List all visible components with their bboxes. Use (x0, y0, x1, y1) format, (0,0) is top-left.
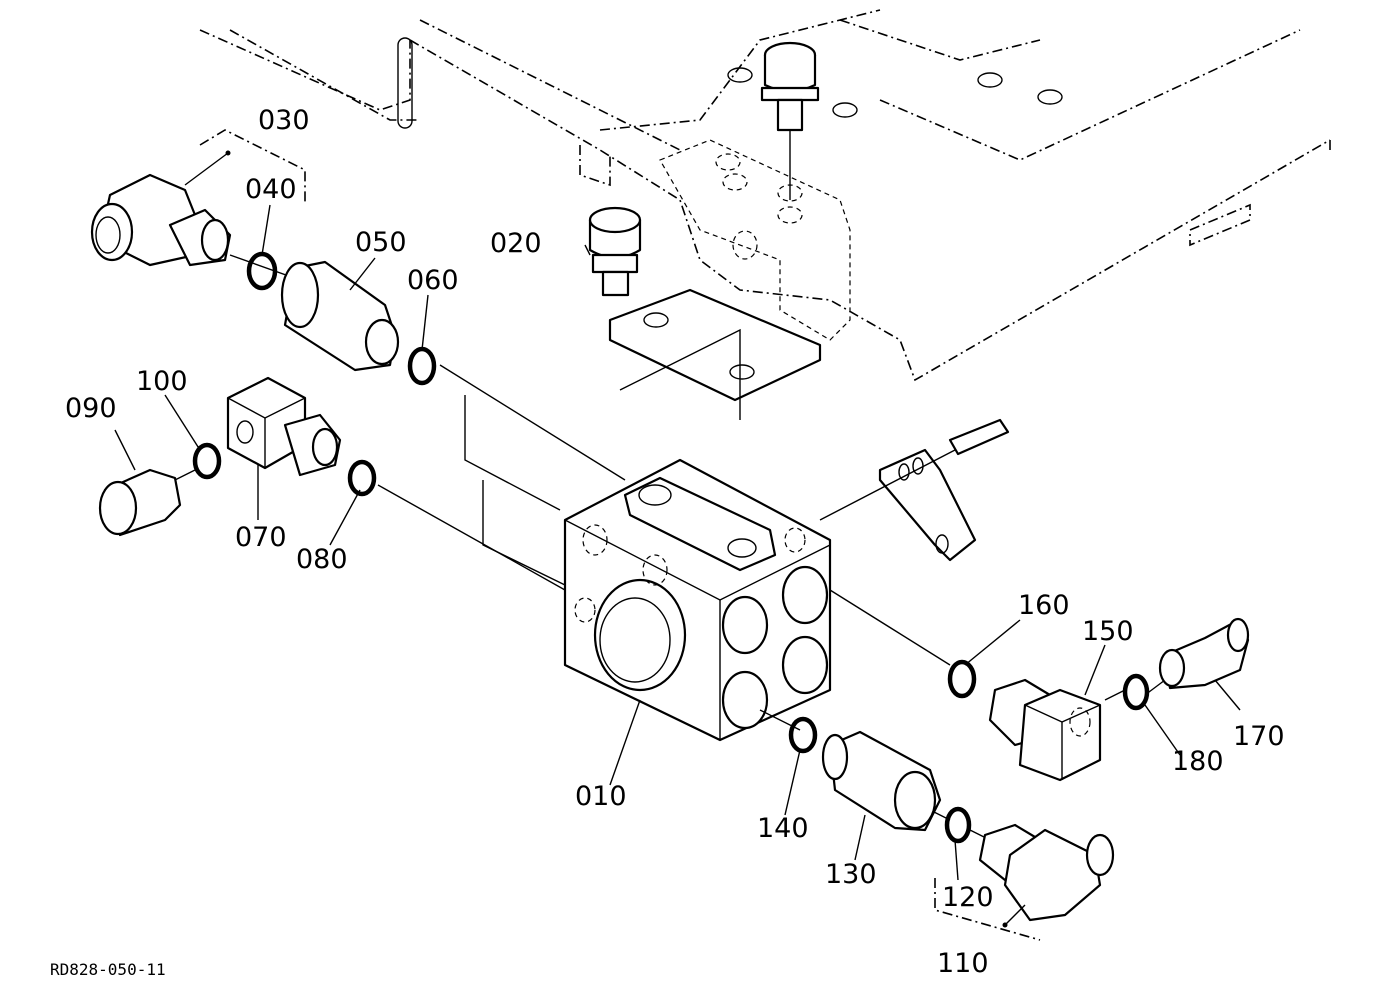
plug-170 (1158, 617, 1250, 690)
elbow-fitting-150 (988, 678, 1102, 782)
chassis-frame (199, 9, 1331, 382)
callout-170: 170 (1233, 721, 1285, 752)
callout-060: 060 (407, 265, 459, 296)
o-ring-080 (347, 459, 377, 497)
callout-040: 040 (245, 174, 297, 205)
callout-110: 110 (937, 948, 989, 979)
o-ring-120 (944, 806, 972, 844)
callout-180: 180 (1172, 746, 1224, 777)
elbow-fitting-110 (978, 823, 1115, 922)
adapter-050 (280, 260, 400, 372)
top-bolt (760, 41, 820, 200)
callout-160: 160 (1018, 590, 1070, 621)
callout-010: 010 (575, 781, 627, 812)
callout-070: 070 (235, 522, 287, 553)
bolt-020 (588, 206, 642, 297)
adapter-130 (821, 730, 942, 832)
callout-080: 080 (296, 544, 348, 575)
valve-body-010 (464, 395, 832, 742)
bracket-110 (934, 878, 1041, 941)
o-ring-040 (246, 251, 278, 291)
o-ring-180 (1122, 673, 1150, 711)
o-ring-060 (407, 346, 437, 386)
callout-130: 130 (825, 859, 877, 890)
elbow-fitting-030 (90, 173, 232, 267)
plug-090 (98, 468, 182, 537)
o-ring-140 (788, 716, 818, 754)
callout-030: 030 (258, 105, 310, 136)
callout-leaders (114, 129, 1241, 928)
callout-050: 050 (355, 227, 407, 258)
small-bracket (819, 418, 1010, 562)
callout-100: 100 (136, 366, 188, 397)
callout-150: 150 (1082, 616, 1134, 647)
callout-labels: 010 020 030 040 050 060 070 080 090 100 … (65, 105, 1285, 979)
callout-140: 140 (757, 813, 809, 844)
callout-090: 090 (65, 393, 117, 424)
o-ring-100 (192, 442, 222, 480)
drawing-code: RD828-050-11 (50, 960, 166, 979)
o-ring-160 (947, 659, 977, 699)
mounting-plate (608, 288, 822, 420)
callout-120: 120 (942, 882, 994, 913)
tee-block-070 (226, 376, 342, 477)
callout-020: 020 (490, 228, 542, 259)
